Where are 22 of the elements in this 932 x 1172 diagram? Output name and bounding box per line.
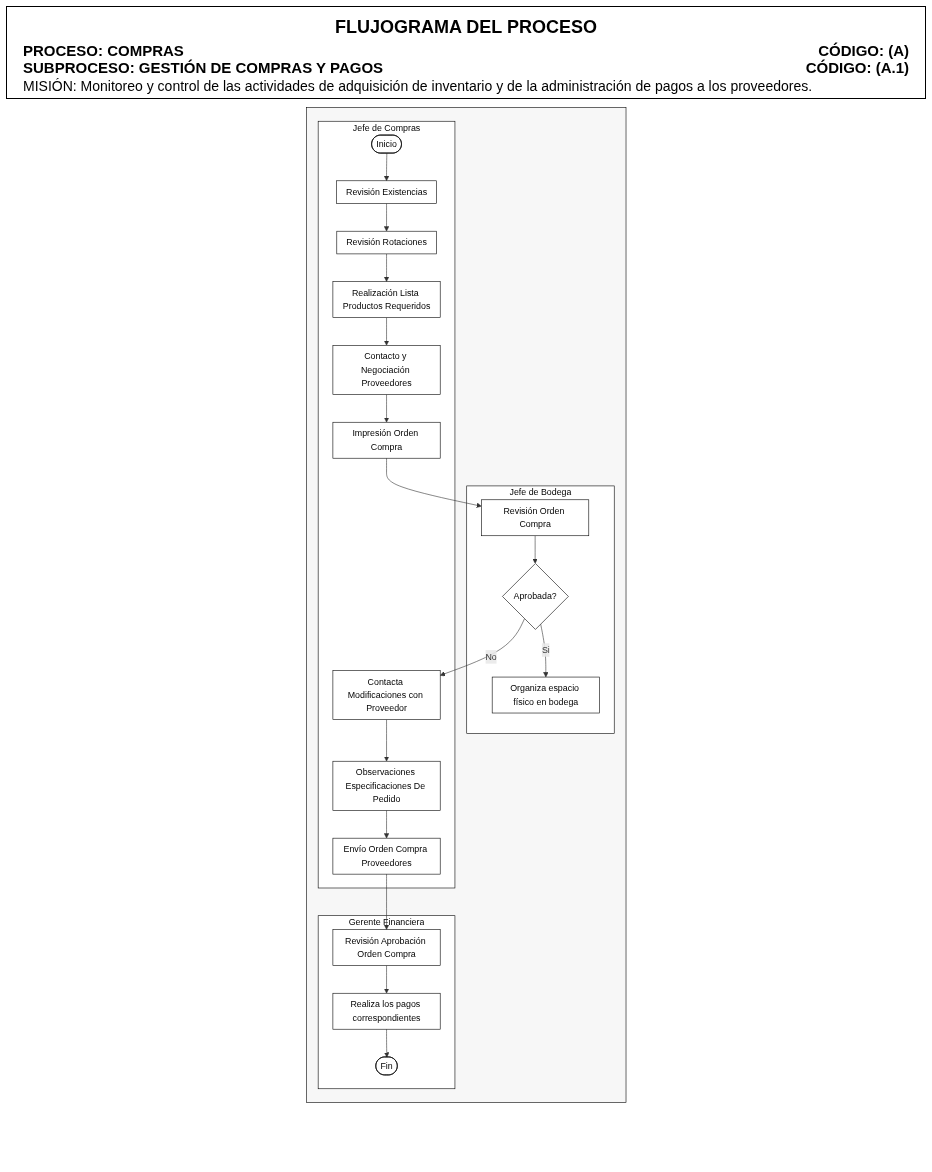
node-box: Realización Lista Productos Requeridos xyxy=(332,281,441,318)
edge-label: Si xyxy=(541,644,550,655)
diagram-title: FLUJOGRAMA DEL PROCESO xyxy=(334,17,598,38)
node-box: Impresión Orden Compra xyxy=(332,421,441,459)
node-box: Revisión Orden Compra xyxy=(481,499,589,537)
header-label: SUBPROCESO: GESTIÓN DE COMPRAS Y PAGOS xyxy=(23,59,384,76)
node-diamond: Aprobada? xyxy=(501,563,569,630)
header-label: CÓDIGO: (A) xyxy=(818,42,909,59)
node-box: Envío Orden Compra Proveedores xyxy=(332,837,441,875)
node-box: Organiza espacio físico en bodega xyxy=(491,676,600,714)
node-box: Contacto y Negociación Proveedores xyxy=(332,345,441,395)
node-box: Revisión Rotaciones xyxy=(336,230,437,255)
node-box: Contacta Modificaciones con Proveedor xyxy=(332,670,441,720)
mission-text: MISIÓN: Monitoreo y control de las actividades de adquisición de inventario y de la administración de pagos a los proveedores. xyxy=(23,78,814,94)
header-label: CÓDIGO: (A.1) xyxy=(805,59,909,76)
edge-label: No xyxy=(485,651,497,662)
node-box: Revisión Aprobación Orden Compra xyxy=(332,929,441,966)
node-box: Revisión Existencias xyxy=(336,180,437,204)
cluster xyxy=(305,107,627,1103)
header-label: PROCESO: COMPRAS xyxy=(23,42,184,59)
node-box: Observaciones Especificaciones De Pedido xyxy=(332,760,441,811)
node-box: Realiza los pagos correspondientes xyxy=(332,992,441,1030)
